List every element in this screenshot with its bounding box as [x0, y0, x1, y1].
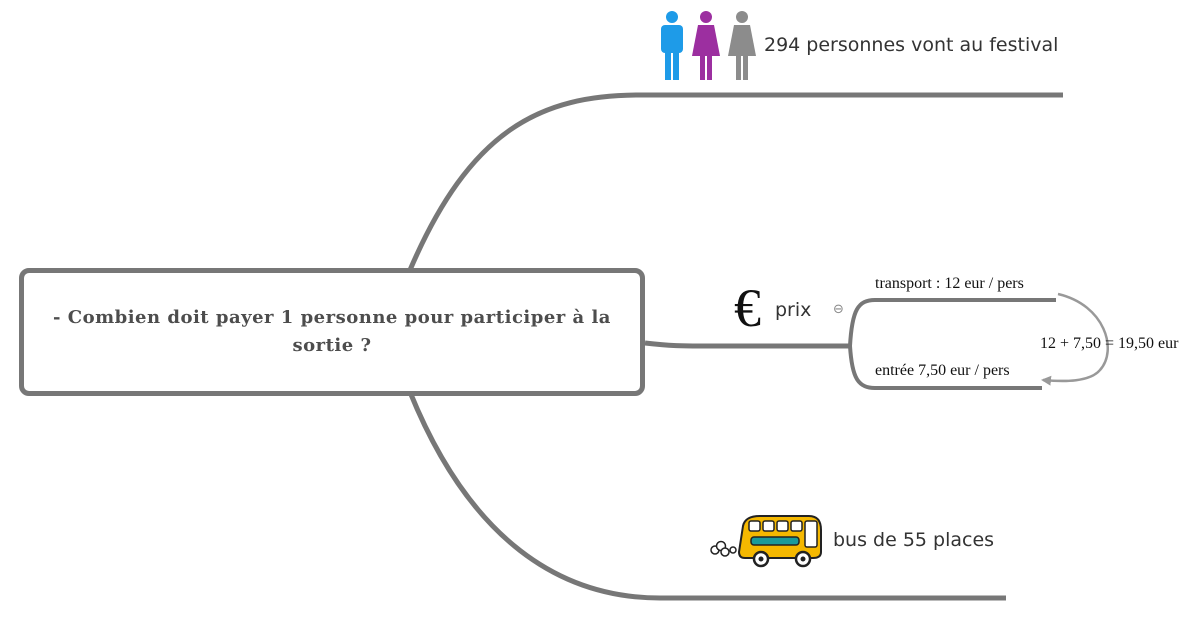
branch-line-bus [407, 391, 1006, 601]
woman-icon [692, 11, 720, 80]
subtopic-transport[interactable]: transport : 12 eur / pers [875, 275, 1024, 292]
central-topic[interactable]: - Combien doit payer 1 personne pour par… [19, 268, 645, 396]
branch-label-price[interactable]: prix [775, 299, 812, 321]
people-icon [661, 11, 756, 80]
euro-icon: € [734, 278, 761, 338]
bus-icon [710, 515, 822, 568]
person-gray-icon [728, 11, 756, 80]
subbranch-line-transport [848, 298, 1056, 347]
relationship-arrow [1041, 292, 1109, 386]
branch-line-people [407, 92, 1063, 271]
exhaust-icon [710, 540, 737, 557]
relationship-label[interactable]: 12 + 7,50 = 19,50 eur [1040, 335, 1179, 352]
man-icon [661, 11, 683, 80]
branch-line-price [644, 340, 850, 349]
central-topic-text: - Combien doit payer 1 personne pour par… [53, 307, 611, 356]
branch-label-people[interactable]: 294 personnes vont au festival [764, 34, 1059, 56]
subbranch-line-entry [848, 345, 1042, 390]
collapse-icon[interactable]: ⊖ [833, 302, 844, 317]
branch-label-bus[interactable]: bus de 55 places [833, 529, 995, 551]
subtopic-entry[interactable]: entrée 7,50 eur / pers [875, 362, 1010, 379]
